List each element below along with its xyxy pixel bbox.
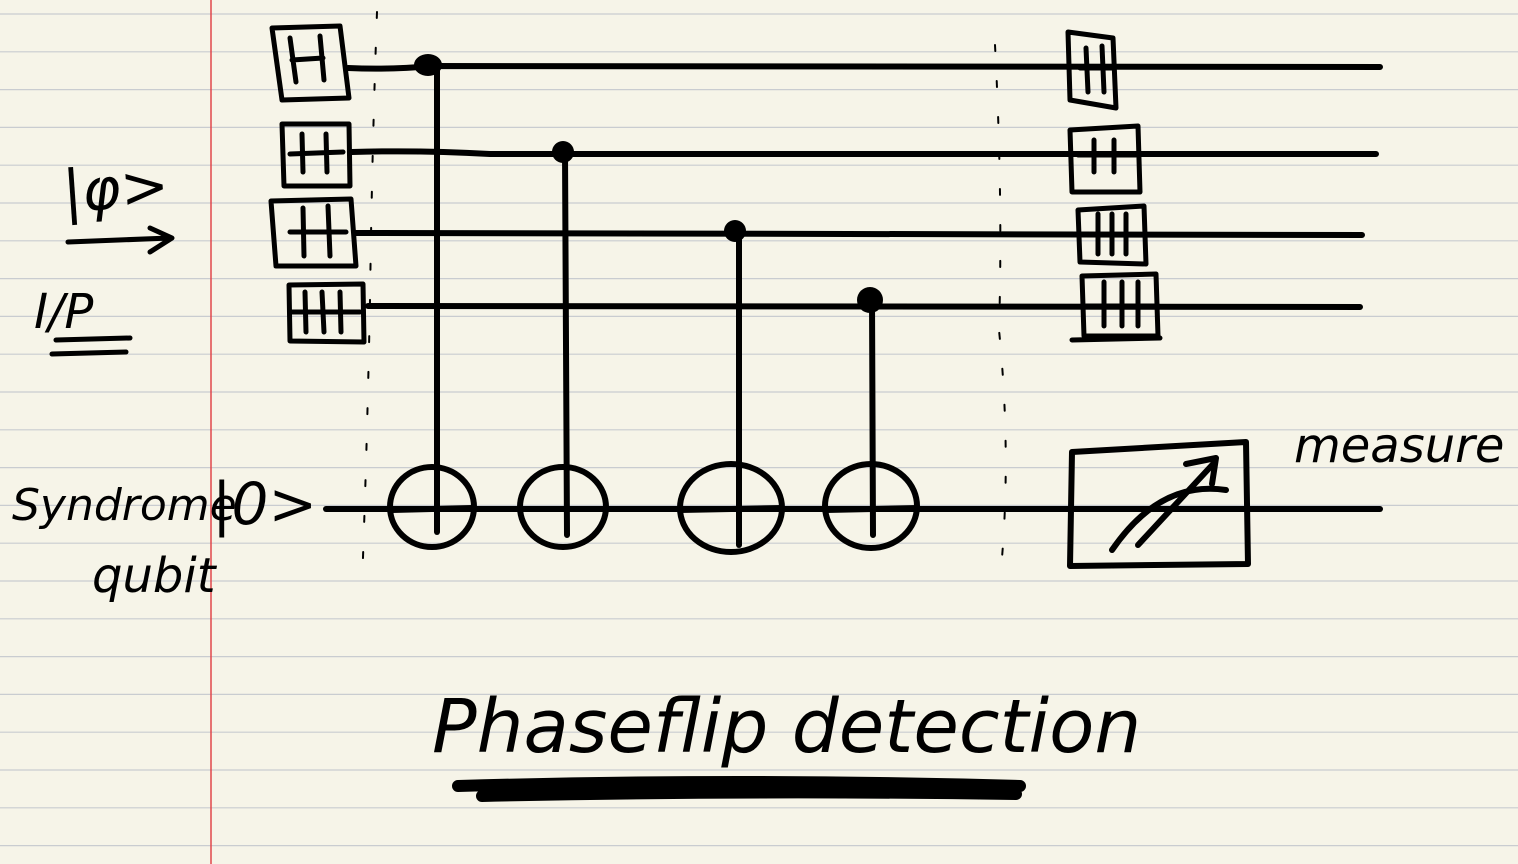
syndrome-label-line1: Syndrome xyxy=(12,480,237,531)
input-label: I/P xyxy=(34,284,93,340)
syndrome-ket: |0> xyxy=(212,470,317,538)
cnot-target-2 xyxy=(517,464,609,550)
syndrome-label-line2: qubit xyxy=(92,548,218,604)
caption-underline xyxy=(452,776,1026,802)
left-barrier xyxy=(361,11,378,586)
hadamard-gates-right xyxy=(1065,29,1163,343)
control-dots xyxy=(414,54,883,313)
hadamard-gate-right-4 xyxy=(1069,271,1163,343)
hadamard-gate-left-4 xyxy=(286,281,367,345)
hadamard-gate-right-2 xyxy=(1067,123,1143,195)
hadamard-gate-right-1 xyxy=(1065,29,1119,111)
caption: Phaseflip detection xyxy=(432,684,1141,770)
ruled-lines xyxy=(0,13,1518,847)
wire-1 xyxy=(345,63,1383,72)
input-label-underline xyxy=(49,335,133,357)
hadamard-gate-right-3 xyxy=(1075,203,1149,267)
input-arrow xyxy=(65,225,175,255)
cnot-targets xyxy=(387,461,921,555)
wire-2 xyxy=(349,148,1379,157)
measure-label: measure xyxy=(1294,418,1504,474)
labels: |φ> I/P Syndrome qubit |0> measure Phase… xyxy=(12,151,1504,802)
right-barrier xyxy=(994,44,1007,581)
hadamard-gates-left xyxy=(268,23,367,345)
control-dot-3 xyxy=(724,220,746,242)
cnot-target-1 xyxy=(387,464,477,550)
hadamard-gate-left-1 xyxy=(269,23,352,103)
wire-3 xyxy=(352,230,1365,238)
input-state-label: |φ> xyxy=(60,151,171,226)
measurement-meter xyxy=(1067,439,1251,569)
hadamard-gate-left-3 xyxy=(268,196,359,269)
control-lines xyxy=(434,63,876,548)
cnot-target-3 xyxy=(677,461,785,555)
cnot-target-4 xyxy=(822,461,921,551)
hadamard-gate-left-2 xyxy=(279,121,353,189)
